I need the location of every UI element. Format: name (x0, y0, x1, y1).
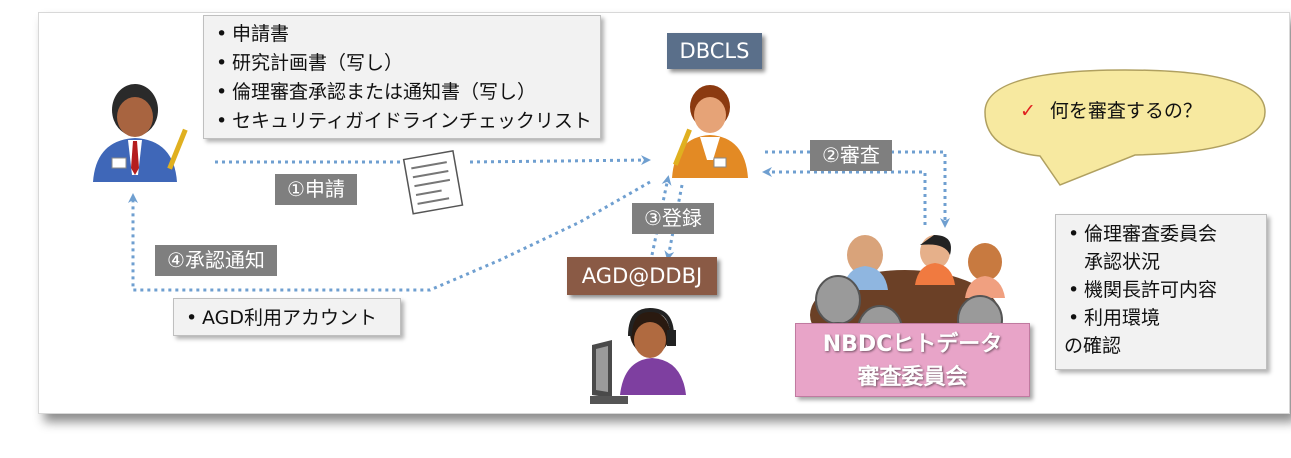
review-items-box: 倫理審査委員会 承認状況 機関長許可内容 利用環境 の確認 (1055, 214, 1267, 370)
document-item: 研究計画書（写し） (210, 49, 594, 78)
application-documents-box: 申請書 研究計画書（写し） 倫理審査承認または通知書（写し） セキュリティガイド… (203, 15, 601, 139)
review-item: 利用環境 (1062, 304, 1260, 332)
speech-bubble: ✓ 何を審査するの？ (1020, 96, 1240, 126)
register-arrow-up (650, 175, 672, 256)
review-items-suffix: の確認 (1064, 335, 1122, 357)
document-item: 倫理審査承認または通知書（写し） (210, 78, 594, 107)
account-item: AGD利用アカウント (180, 299, 394, 337)
review-item-text: 承認状況 (1084, 251, 1161, 273)
step-apply-label: ①申請 (275, 174, 357, 205)
committee-name-line2: 審査委員会 (857, 365, 968, 390)
dbcls-staff-icon (672, 85, 748, 178)
review-item: 倫理審査委員会 (1062, 220, 1260, 248)
operator-computer-icon (590, 307, 686, 404)
step-notify-label: ④承認通知 (155, 245, 277, 276)
committee-name-line1: NBDCヒトデータ (822, 332, 1003, 357)
review-item: 機関長許可内容 (1062, 276, 1260, 304)
agd-account-box: AGD利用アカウント (173, 298, 401, 337)
agd-ddbj-label: AGD@DDBJ (567, 257, 717, 295)
speech-bubble-text: 何を審査するの？ (1049, 100, 1202, 122)
apply-arrow-head (469, 155, 651, 166)
dbcls-label: DBCLS (667, 33, 762, 69)
document-sheet-icon (402, 150, 464, 215)
check-icon: ✓ (1020, 100, 1036, 122)
step-register-label: ③登録 (632, 203, 714, 234)
step-review-label: ②審査 (810, 140, 892, 171)
committee-label: NBDCヒトデータ 審査委員会 (795, 323, 1030, 397)
document-item: 申請書 (210, 20, 594, 49)
review-item: 承認状況 (1062, 248, 1260, 276)
applicant-person-icon (93, 84, 188, 182)
document-item: セキュリティガイドラインチェックリスト (210, 107, 594, 136)
